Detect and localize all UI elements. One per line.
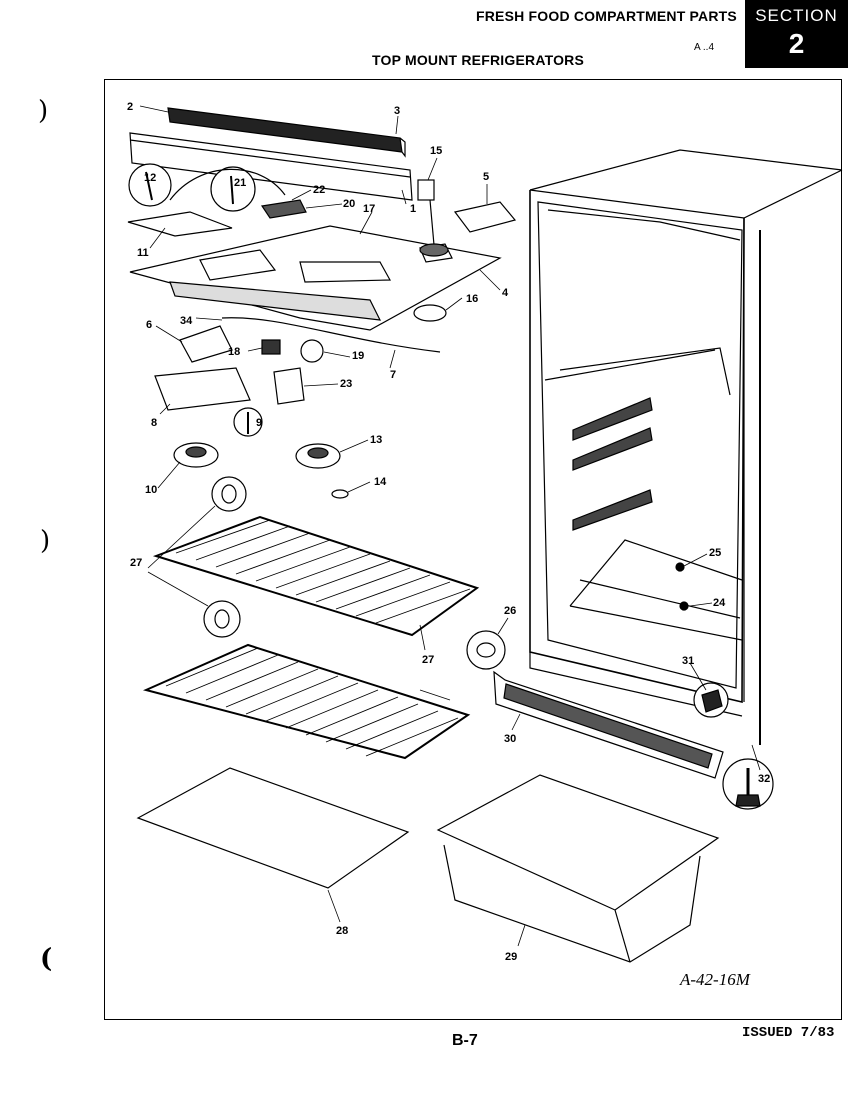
part-label: 4 bbox=[502, 287, 509, 299]
stray-mark: A ..4 bbox=[694, 42, 715, 53]
part-30-grille bbox=[493, 670, 724, 779]
refrigerator-cabinet bbox=[529, 149, 843, 745]
part-label: 18 bbox=[228, 346, 240, 358]
diagram-frame bbox=[104, 79, 842, 1020]
leader-lines bbox=[139, 105, 761, 947]
part-label: 17 bbox=[363, 203, 375, 215]
part-label: 9 bbox=[256, 417, 262, 429]
part-label: 27 bbox=[422, 654, 434, 666]
part-27-support-a bbox=[211, 476, 247, 512]
section-label: SECTION bbox=[755, 6, 838, 25]
part-label: 28 bbox=[336, 925, 348, 937]
part-label: 16 bbox=[466, 293, 478, 305]
part-numbers: 2 3 15 5 12 21 22 20 1 17 11 4 16 6 34 1… bbox=[127, 101, 770, 963]
part-11-clip bbox=[127, 211, 233, 237]
part-label: 20 bbox=[343, 198, 355, 210]
top-trim-strip bbox=[167, 107, 406, 158]
part-label: 29 bbox=[505, 951, 517, 963]
part-18-socket bbox=[261, 339, 281, 355]
page-number: B-7 bbox=[452, 1032, 478, 1049]
part-26-shelf-lower bbox=[142, 643, 471, 760]
part-label: 13 bbox=[370, 434, 382, 446]
punch-hole-middle: ) bbox=[40, 526, 51, 556]
part-5-cover bbox=[453, 201, 517, 233]
part-27-support-c bbox=[466, 630, 506, 670]
part-label: 25 bbox=[709, 547, 721, 559]
inset-21 bbox=[210, 166, 256, 212]
part-label: 31 bbox=[682, 655, 694, 667]
part-15-probe bbox=[417, 179, 435, 201]
part-label: 12 bbox=[144, 172, 156, 184]
part-25-screw bbox=[675, 562, 685, 572]
part-16-knob bbox=[413, 304, 447, 322]
part-label: 21 bbox=[234, 177, 246, 189]
part-label: 8 bbox=[151, 417, 157, 429]
part-label: 30 bbox=[504, 733, 516, 745]
capillary-tube bbox=[221, 317, 441, 353]
part-label: 23 bbox=[340, 378, 352, 390]
control-housing bbox=[129, 225, 502, 331]
part-label: 27 bbox=[130, 557, 142, 569]
punch-hole-top: ) bbox=[38, 96, 49, 126]
part-label: 11 bbox=[137, 247, 149, 259]
part-label: 6 bbox=[146, 319, 152, 331]
part-14-washer bbox=[331, 489, 349, 499]
header-subtitle: TOP MOUNT REFRIGERATORS bbox=[372, 52, 585, 68]
part-6-thermostat bbox=[179, 325, 233, 363]
part-label: 3 bbox=[394, 105, 400, 117]
section-badge: SECTION 2 bbox=[745, 0, 848, 68]
part-24-screw bbox=[679, 601, 689, 611]
light-shield-bracket bbox=[129, 132, 413, 201]
part-label: 19 bbox=[352, 350, 364, 362]
inset-12 bbox=[128, 163, 172, 207]
header-title: FRESH FOOD COMPARTMENT PARTS bbox=[476, 8, 737, 24]
part-label: 1 bbox=[410, 203, 416, 215]
part-26-shelf-upper bbox=[152, 515, 480, 637]
section-number: 2 bbox=[788, 28, 805, 59]
part-label: 34 bbox=[180, 315, 193, 327]
part-28-glass bbox=[136, 767, 410, 889]
part-label: 7 bbox=[390, 369, 396, 381]
diagram-code: A-42-16M bbox=[680, 970, 750, 989]
part-label: 2 bbox=[127, 101, 133, 113]
part-label: 26 bbox=[504, 605, 516, 617]
part-label: 24 bbox=[713, 597, 726, 609]
part-label: 22 bbox=[313, 184, 325, 196]
part-label: 5 bbox=[483, 171, 489, 183]
part-23-switch bbox=[273, 367, 305, 405]
punch-hole-bottom: ( bbox=[40, 944, 53, 974]
part-27-support-b bbox=[203, 600, 241, 638]
part-label: 14 bbox=[374, 476, 387, 488]
part-8-bracket bbox=[154, 367, 251, 411]
issued-date: ISSUED 7/83 bbox=[742, 1025, 835, 1041]
part-label: 15 bbox=[430, 145, 442, 157]
part-label: 32 bbox=[758, 773, 770, 785]
part-label: 10 bbox=[145, 484, 157, 496]
part-22-socket bbox=[260, 199, 307, 219]
part-19-bulb bbox=[300, 339, 324, 363]
part-29-crisper bbox=[436, 774, 720, 963]
